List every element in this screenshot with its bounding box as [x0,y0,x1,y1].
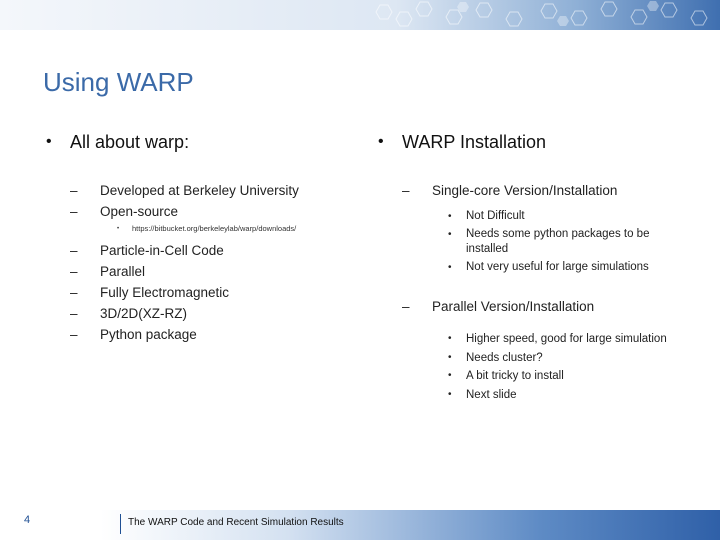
dash-glyph: – [402,299,410,314]
list-item: • A bit tricky to install [378,367,708,386]
list-item-text: Open-source [100,204,179,219]
bullet-glyph: • [448,211,452,222]
footer-text: The WARP Code and Recent Simulation Resu… [128,517,344,528]
list-item: – Particle-in-Cell Code [46,240,366,261]
bullet-glyph: • [448,333,452,344]
download-link[interactable]: • https://bitbucket.org/berkeleylab/warp… [46,222,366,236]
list-item-text: Needs cluster? [466,351,543,364]
list-item: – 3D/2D(XZ-RZ) [46,303,366,324]
list-item-text: Python package [100,327,197,342]
list-item-text: A bit tricky to install [466,370,564,382]
bullet-glyph: • [378,133,384,150]
download-link-text[interactable]: https://bitbucket.org/berkeleylab/warp/d… [132,224,297,233]
hexagon-pattern-icon [375,1,708,27]
list-item-text: Not very useful for large simulations [466,261,649,273]
list-item-text: Fully Electromagnetic [100,285,230,300]
list-item-text: 3D/2D(XZ-RZ) [100,306,187,321]
dash-glyph: – [70,264,78,279]
dash-glyph: – [70,183,78,198]
list-item: – Developed at Berkeley University [46,180,366,201]
list-item: • Next slide [378,386,708,405]
dash-glyph: – [70,327,78,342]
bullet-glyph: • [117,226,120,232]
bullet-glyph: • [448,370,452,381]
list-item-text: Not Difficult [466,210,525,222]
list-item-text: Needs some python packages to be install… [466,228,650,255]
footer-band [0,510,720,540]
list-item-text: Parallel [100,264,146,279]
list-item: – Open-source [46,201,366,222]
single-core-section: – Single-core Version/Installation [378,180,708,201]
list-item-text: Particle-in-Cell Code [100,243,224,258]
dash-glyph: – [70,306,78,321]
bullet-glyph: • [448,388,452,400]
bullet-glyph: • [46,133,52,150]
header-band [0,0,720,30]
parallel-section: – Parallel Version/Installation [378,296,708,317]
bullet-glyph: • [448,351,452,363]
left-heading: • All about warp: [46,128,366,156]
list-item-text: Next slide [466,388,517,401]
parallel-label: Parallel Version/Installation [432,299,595,314]
right-column: • WARP Installation – Single-core Versio… [378,128,708,404]
dash-glyph: – [70,285,78,300]
footer-divider [120,514,121,534]
list-item: • Not Difficult [378,208,708,225]
list-item: – Python package [46,324,366,345]
list-item: • Needs some python packages to be insta… [378,225,676,257]
list-item: • Not very useful for large simulations [378,257,708,276]
dash-glyph: – [402,183,410,198]
bullet-glyph: • [448,262,452,273]
right-heading-text: WARP Installation [402,132,547,152]
page-number: 4 [24,514,31,526]
left-column: • All about warp: – Developed at Berkele… [46,128,366,345]
right-heading: • WARP Installation [378,128,708,156]
list-item-text: Developed at Berkeley University [100,183,299,198]
list-item: • Higher speed, good for large simulatio… [378,330,708,349]
dash-glyph: – [70,204,78,219]
bullet-glyph: • [448,229,452,240]
slide-title: Using WARP [43,67,194,97]
dash-glyph: – [70,243,78,258]
list-item: – Fully Electromagnetic [46,282,366,303]
list-item: – Parallel [46,261,366,282]
list-item-text: Higher speed, good for large simulation [466,333,667,345]
single-core-label: Single-core Version/Installation [432,183,618,198]
list-item: • Needs cluster? [378,349,708,368]
left-heading-text: All about warp: [70,132,190,152]
